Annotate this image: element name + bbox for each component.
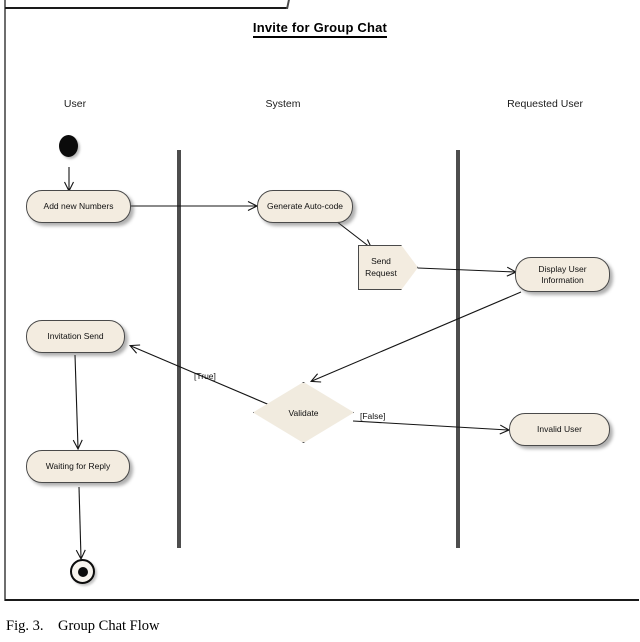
decision-node-validate[interactable]: Validate <box>253 382 354 443</box>
edge-waiting-for-reply-to-end <box>79 486 81 558</box>
figure-caption-gap <box>43 618 58 634</box>
activity-node-invalid-user[interactable]: Invalid User <box>509 413 610 446</box>
activity-node-invitation-send[interactable]: Invitation Send <box>26 320 125 353</box>
edge-invitation-send-to-waiting-for-reply <box>75 354 78 448</box>
activity-node-label: Generate Auto-code <box>266 201 344 212</box>
decision-node-label-text: Validate <box>288 407 319 418</box>
decision-node-label: Validate <box>253 382 354 443</box>
diagram-title-text: Invite for Group Chat <box>252 20 388 38</box>
figure-caption: Fig. 3. Group Chat Flow <box>6 618 426 635</box>
guard-label-false: [False] <box>360 411 386 421</box>
swimlane-header-system: System <box>265 98 301 110</box>
page-frame-top-border <box>5 7 288 9</box>
figure-caption-text: Group Chat Flow <box>57 618 160 634</box>
page-frame-left-border <box>4 0 6 601</box>
activity-node-label: Add new Numbers <box>43 201 114 212</box>
swimlane-header-requested-user: Requested User <box>507 98 583 110</box>
edge-display-user-information-to-validate <box>312 291 522 381</box>
edge-validate-false-to-invalid-user <box>352 420 508 430</box>
activity-node-add-new-numbers[interactable]: Add new Numbers <box>26 190 131 223</box>
activity-node-label: Invalid User <box>537 424 582 435</box>
diagram-title: Invite for Group Chat <box>0 20 640 38</box>
activity-node-generate-auto-code[interactable]: Generate Auto-code <box>257 190 353 223</box>
swimlane-header-user: User <box>63 98 87 110</box>
edge-generate-auto-code-to-send-request <box>335 220 371 248</box>
page-frame-bottom-border <box>5 599 639 601</box>
activity-node-waiting-for-reply[interactable]: Waiting for Reply <box>26 450 130 483</box>
final-node <box>70 559 95 584</box>
figure-caption-label: Fig. 3. <box>6 618 44 634</box>
initial-node <box>59 135 78 157</box>
activity-node-label: Waiting for Reply <box>45 461 111 472</box>
edge-send-request-to-display-user-information <box>417 268 515 272</box>
swimlane-divider-user-system <box>177 150 181 548</box>
edge-validate-true-to-invitation-send <box>131 346 273 407</box>
guard-label-true: [True] <box>194 371 216 381</box>
activity-node-label: Invitation Send <box>47 331 104 342</box>
swimlane-divider-system-requested-user <box>456 150 460 548</box>
